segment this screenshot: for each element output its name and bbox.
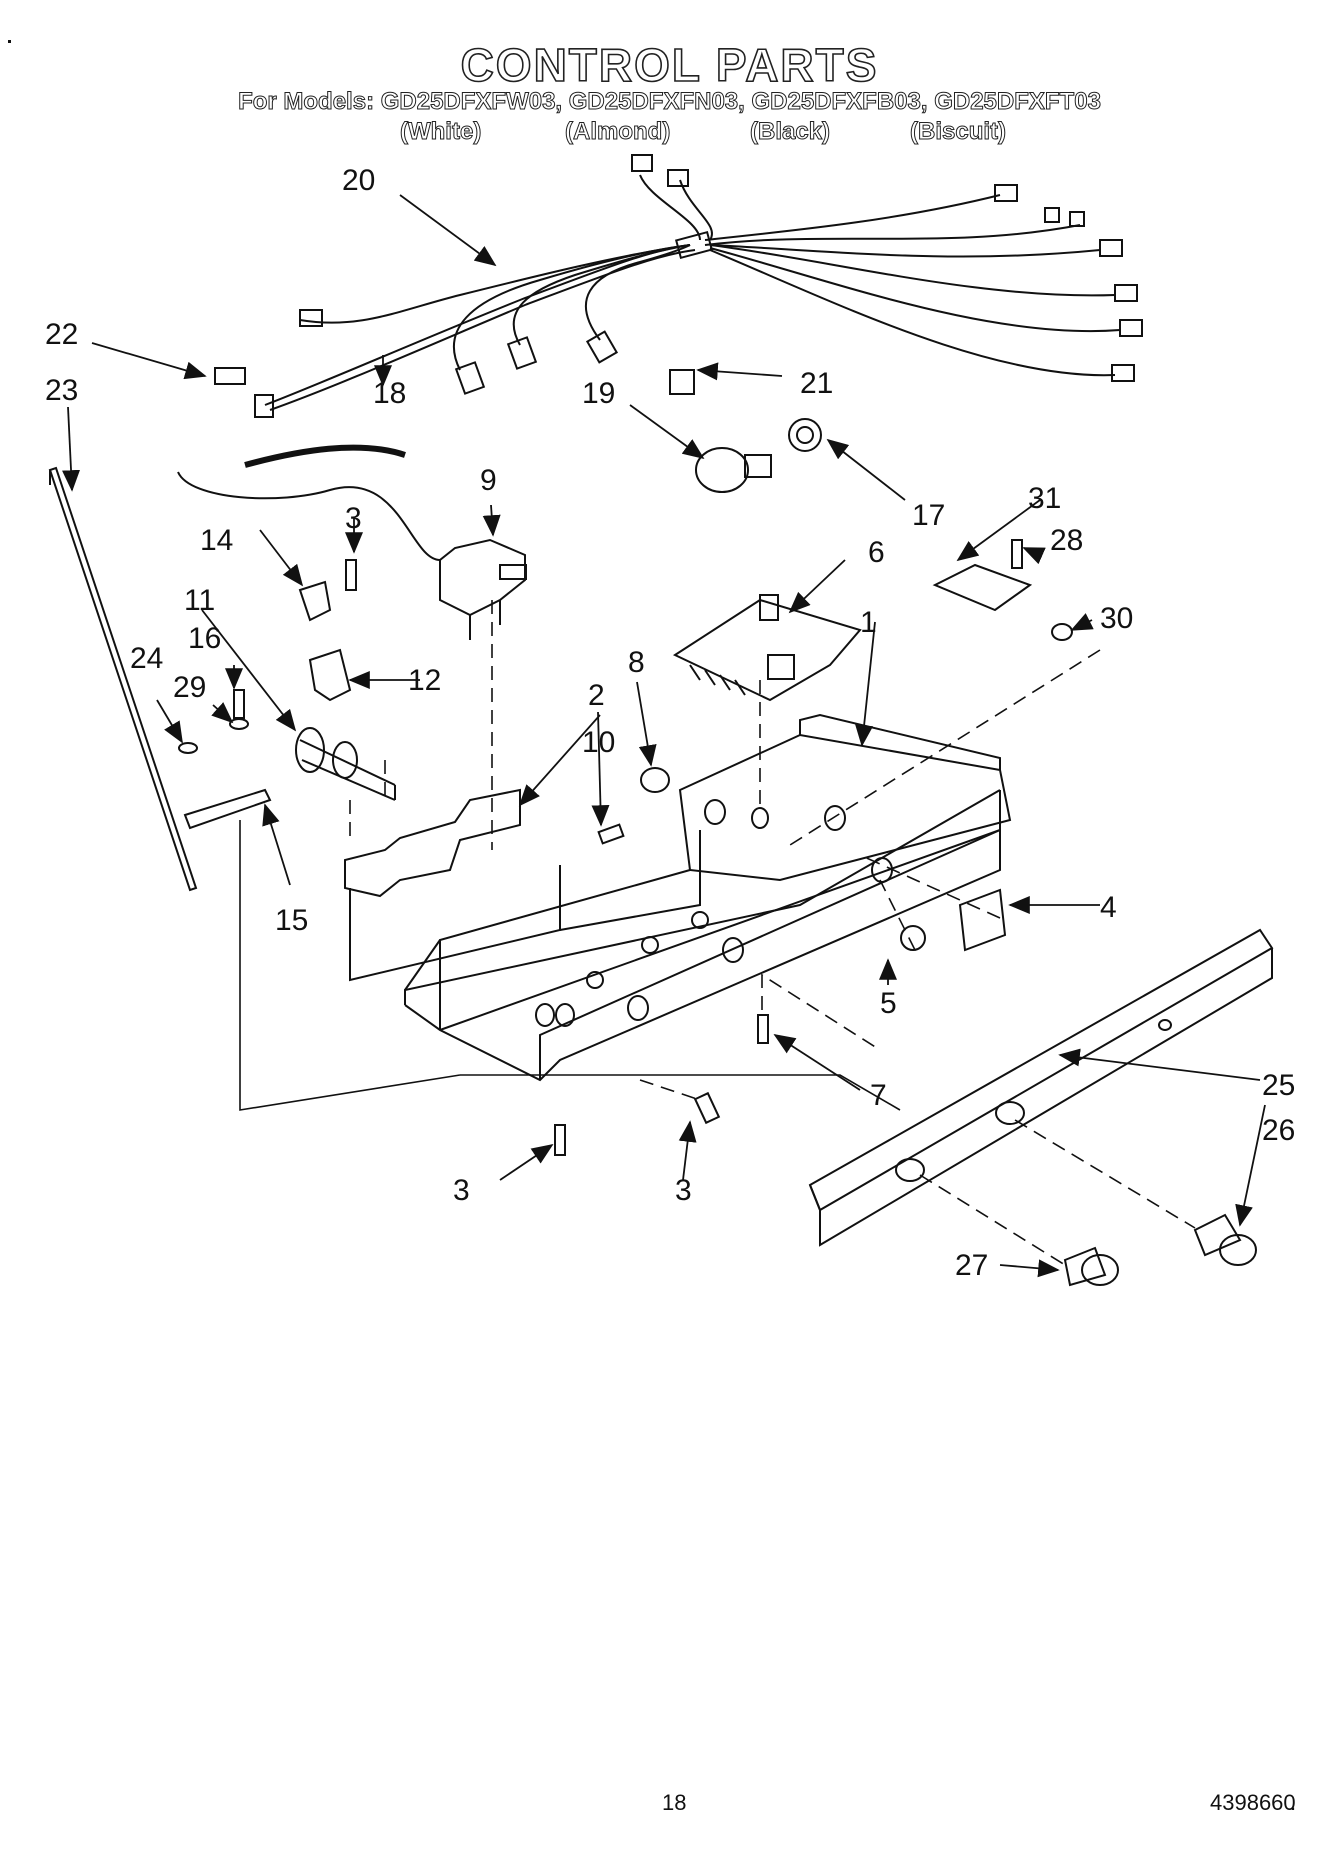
screw-10: [597, 823, 625, 845]
tube-18: [244, 444, 406, 468]
thermostat-9: [439, 538, 527, 640]
callout-11: 11: [184, 584, 215, 617]
stray-dot: [8, 40, 11, 43]
screw-3-top: [345, 559, 357, 591]
circuit-board-6: [672, 594, 862, 702]
board-31: [932, 563, 1033, 612]
screw-3-bottom-right: [693, 1091, 721, 1125]
page-title: CONTROL PARTS: [460, 38, 879, 92]
page-number: 18: [662, 1790, 687, 1815]
color-biscuit: (Biscuit): [910, 118, 1007, 146]
color-white: (White): [399, 118, 482, 146]
callout-16: 16: [188, 622, 221, 655]
callout-3-left: 3: [453, 1174, 470, 1207]
knob-11: [295, 727, 325, 773]
wire-harness: [254, 154, 1143, 418]
document-number-suffix: .: [1290, 1790, 1297, 1815]
switch-4: [958, 888, 1007, 952]
screw-3-bottom-left: [554, 1124, 566, 1156]
screw-28: [1011, 539, 1023, 569]
clip-21: [669, 369, 695, 395]
capillary: [177, 471, 441, 561]
document-number: 4398660: [1210, 1790, 1296, 1815]
callout-18: 18: [373, 377, 406, 410]
callout-6: 6: [868, 536, 885, 569]
callout-23: 23: [45, 374, 78, 407]
model-list: For Models: GD25DFXFW03, GD25DFXFN03, GD…: [238, 88, 1102, 116]
lever-15: [183, 788, 272, 830]
light-bulb: [695, 447, 749, 493]
callout-8: 8: [628, 646, 645, 679]
leader-lines: [239, 820, 901, 1111]
callout-1: 1: [860, 606, 877, 639]
callout-2: 2: [588, 679, 605, 712]
callout-14: 14: [200, 524, 233, 557]
knob-27: [1063, 1246, 1119, 1287]
assembly-lines: [349, 600, 1196, 1266]
callout-10: 10: [582, 726, 615, 759]
rod-23: [48, 466, 198, 892]
callout-12: 12: [408, 664, 441, 697]
washer-24: [178, 742, 198, 754]
callout-19: 19: [582, 377, 615, 410]
callout-5: 5: [880, 987, 897, 1020]
callout-9: 9: [480, 464, 497, 497]
screw-16: [233, 689, 245, 719]
grommet-8: [640, 767, 670, 793]
callout-3-right: 3: [675, 1174, 692, 1207]
socket-17: [788, 418, 822, 452]
bracket-12: [308, 648, 352, 702]
callout-labels: 20 22 23 21 18 19 17 9 3 31 28 6 14 30 1…: [45, 164, 1295, 1282]
callout-26: 26: [1262, 1114, 1295, 1147]
clip-30: [1051, 623, 1073, 641]
bracket-2: [344, 788, 521, 898]
callout-21: 21: [800, 367, 833, 400]
callout-4: 4: [1100, 891, 1117, 924]
callout-31: 31: [1028, 482, 1061, 515]
callout-24: 24: [130, 642, 163, 675]
callout-20: 20: [342, 164, 375, 197]
callout-25: 25: [1262, 1069, 1295, 1102]
button-5: [900, 925, 926, 951]
callout-7: 7: [870, 1079, 887, 1112]
callout-17: 17: [912, 499, 945, 532]
clip-22: [214, 367, 246, 385]
control-panel-25: [808, 928, 1274, 1247]
callout-3-top: 3: [345, 502, 362, 535]
color-black: (Black): [749, 118, 831, 146]
callout-27: 27: [955, 1249, 988, 1282]
callout-28: 28: [1050, 524, 1083, 557]
callout-22: 22: [45, 318, 78, 351]
callout-15: 15: [275, 904, 308, 937]
control-shaft-11: [299, 739, 396, 801]
callout-arrows: [62, 194, 1266, 1278]
part-14: [298, 580, 332, 622]
washer-29: [229, 718, 249, 730]
knob-26: [1193, 1213, 1257, 1266]
callout-30: 30: [1100, 602, 1133, 635]
screw-7: [757, 1014, 769, 1044]
color-almond: (Almond): [564, 118, 671, 146]
control-housing-1: [404, 713, 1012, 1082]
callout-29: 29: [173, 671, 206, 704]
